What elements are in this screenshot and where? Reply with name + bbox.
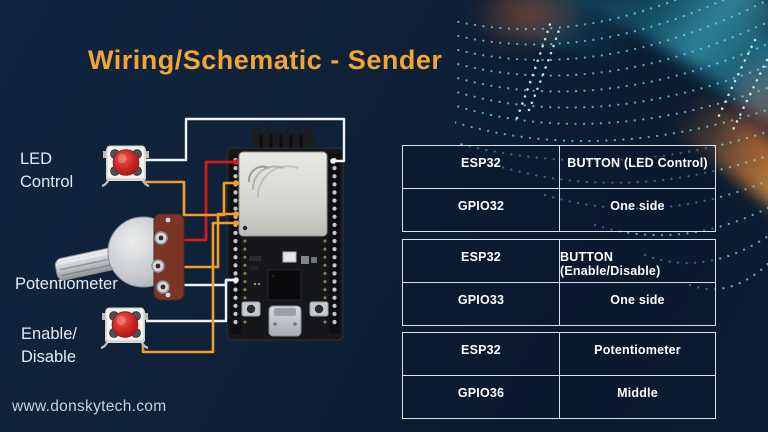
label-led-line2: Control [20, 173, 74, 191]
esp32-shield [238, 151, 328, 237]
pin-table-led-button: ESP32 BUTTON (LED Control) GPIO32 One si… [402, 145, 716, 232]
cell-esp32: ESP32 [403, 146, 560, 189]
push-button-enable-disable [99, 306, 150, 350]
cell-gpio32: GPIO32 [403, 189, 560, 232]
esp32-board [226, 126, 344, 341]
pin-table-potentiometer: ESP32 Potentiometer GPIO36 Middle [402, 332, 716, 419]
cell-gpio36: GPIO36 [403, 376, 560, 419]
push-button-led-control [100, 144, 151, 188]
label-enable-line1: Enable/ [21, 325, 77, 343]
wire-orange-led-button [143, 180, 236, 217]
wire-white-enable-button [146, 278, 236, 323]
cell-potentiometer: Potentiometer [560, 333, 716, 376]
wire-orange-enable-button [141, 221, 236, 354]
cell-button-enable-disable: BUTTON (Enable/Disable) [560, 240, 716, 283]
cell-esp32: ESP32 [403, 333, 560, 376]
cell-one-side: One side [560, 189, 716, 232]
cell-esp32: ESP32 [403, 240, 560, 283]
pin-table-enable-button: ESP32 BUTTON (Enable/Disable) GPIO33 One… [402, 239, 716, 326]
cell-gpio33: GPIO33 [403, 283, 560, 326]
page-title: Wiring/Schematic - Sender [88, 45, 443, 75]
board-components [241, 251, 329, 337]
label-led-line1: LED [20, 150, 53, 168]
label-led-control: LED Control [20, 148, 73, 194]
wire-orange-pot-middle [152, 212, 236, 269]
pot-terminals [151, 231, 170, 294]
cell-button-led-control: BUTTON (LED Control) [560, 146, 716, 189]
label-enable-line2: Disable [21, 348, 77, 366]
wire-white-led-button [146, 117, 346, 163]
website-url: www.donskytech.com [12, 398, 167, 415]
cell-middle: Middle [560, 376, 716, 419]
label-potentiometer: Potentiometer [15, 275, 118, 293]
potentiometer-image [54, 213, 185, 301]
cell-one-side: One side [560, 283, 716, 326]
label-enable-disable: Enable/ Disable [21, 323, 77, 369]
wire-pin-ends [233, 158, 336, 283]
